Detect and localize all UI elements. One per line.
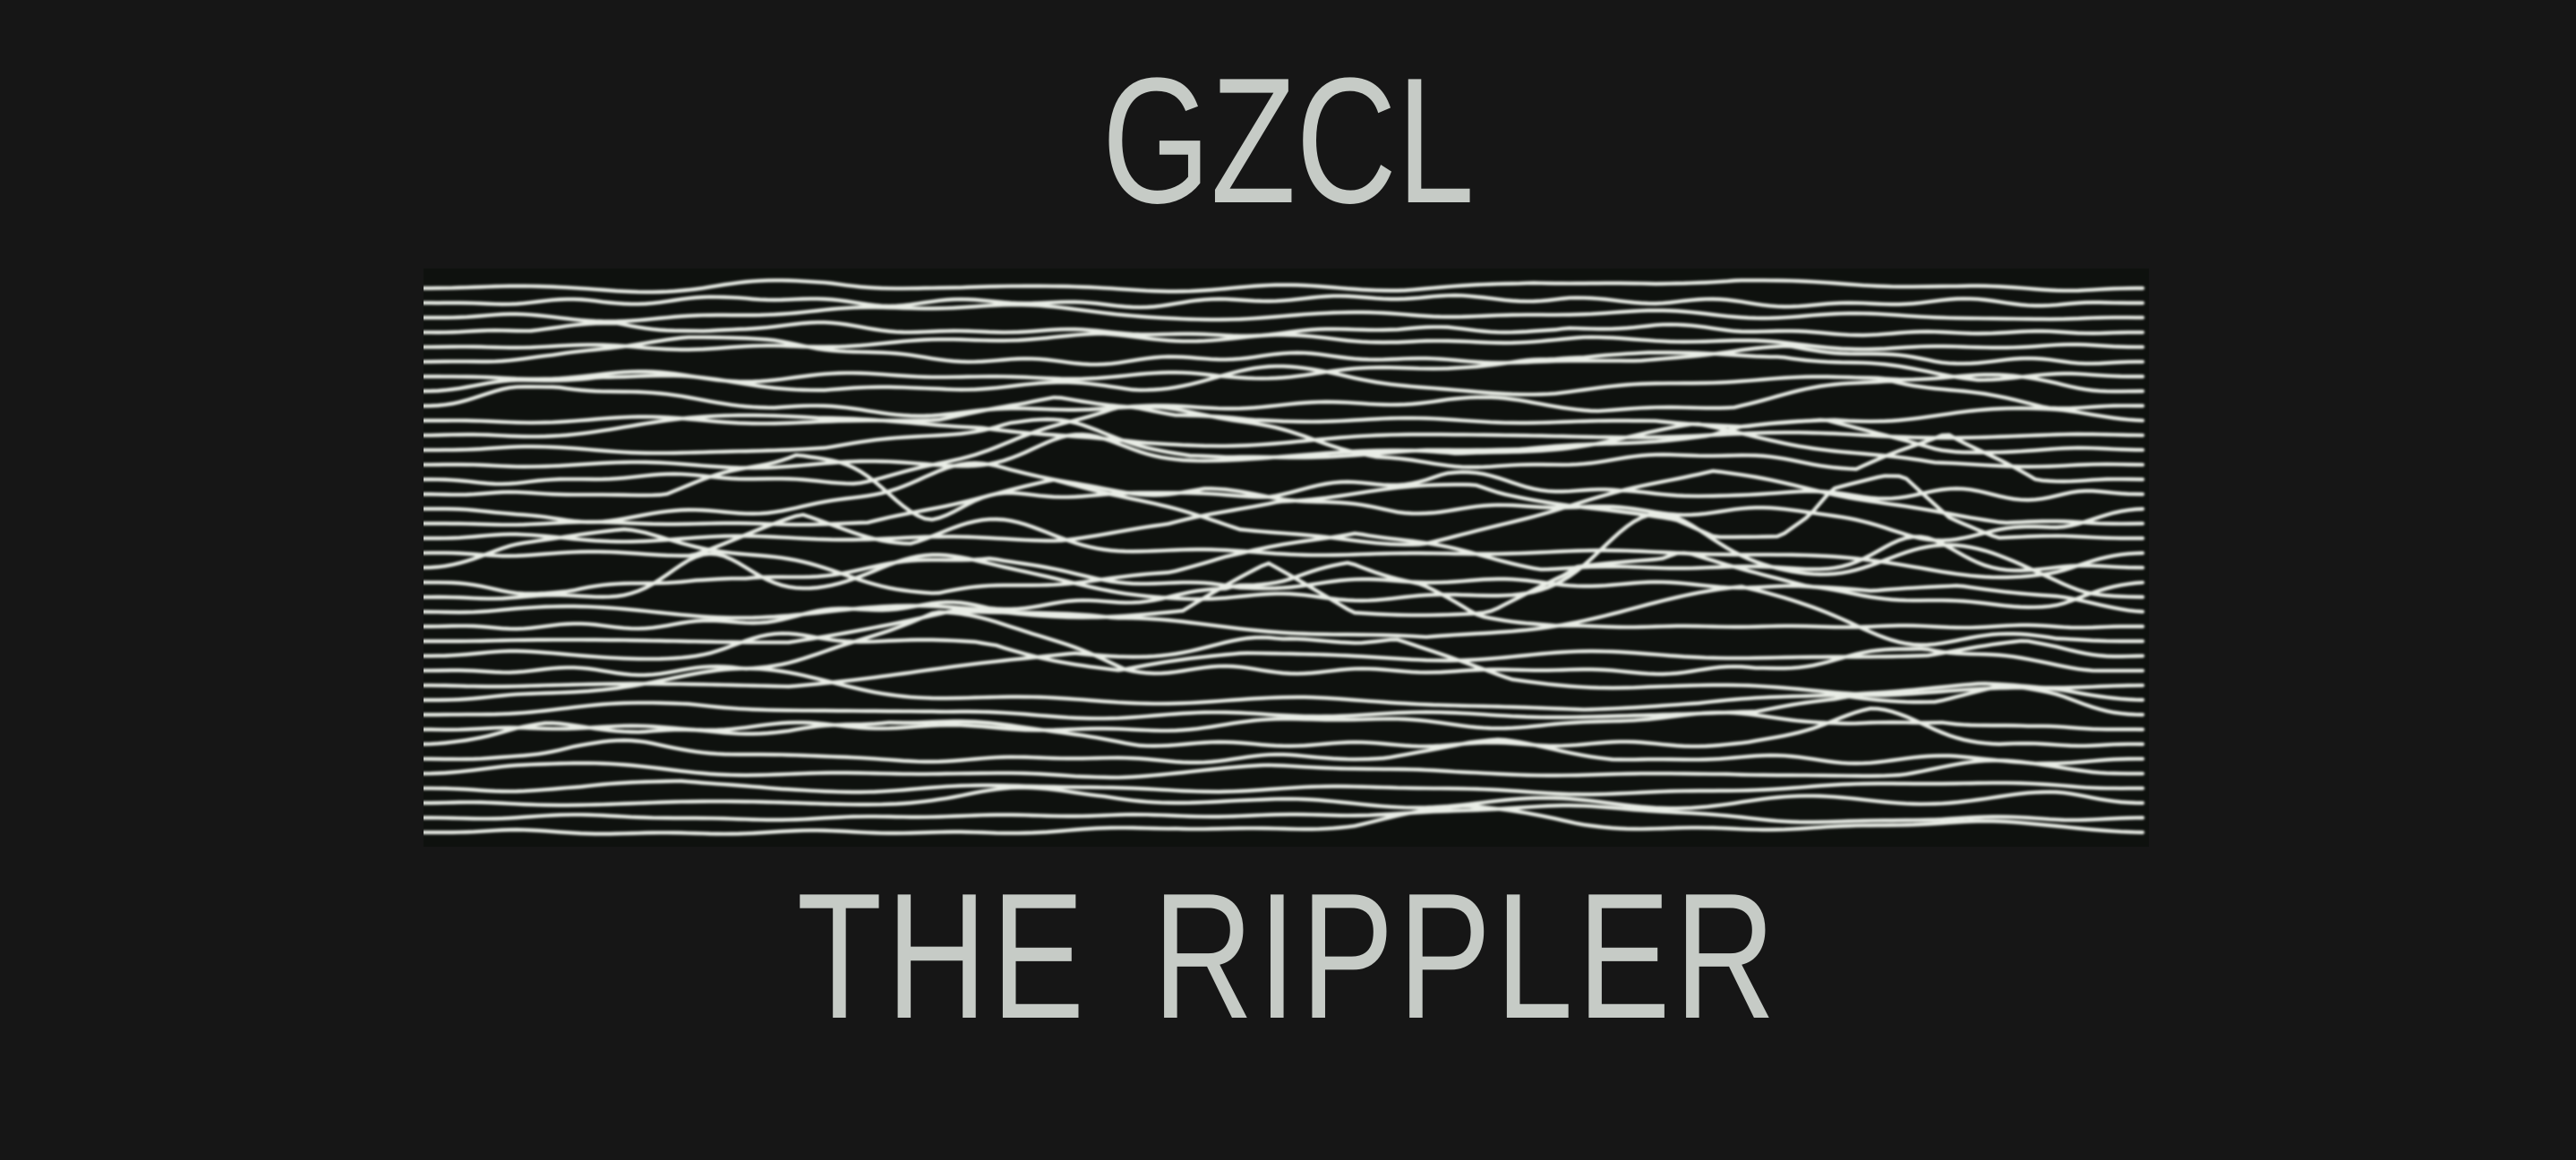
ripple-line (424, 683, 2145, 721)
ripple-line (424, 293, 2145, 310)
ripple-line (424, 706, 2145, 748)
ripple-line (424, 303, 2145, 324)
ripple-line (424, 804, 2145, 836)
ripple-line (424, 556, 2145, 610)
title-text: GZCL (1101, 41, 1475, 241)
ripple-line (424, 527, 2145, 595)
subtitle-text: THE RIPPLER (796, 857, 1780, 1056)
ripple-line (424, 422, 2145, 470)
ripple-line (424, 666, 2145, 712)
ripple-art-panel (424, 269, 2149, 847)
ripple-line (424, 779, 2145, 797)
ripple-lines-art (424, 269, 2149, 847)
ripple-line (424, 461, 2145, 542)
ripple-line (424, 331, 2145, 352)
ripple-line (424, 631, 2145, 672)
ripple-line (424, 550, 2145, 620)
ripple-line (424, 610, 2145, 678)
ripple-line (424, 512, 2145, 603)
ripple-line (424, 803, 2145, 824)
ripple-line (424, 469, 2145, 547)
page-title: GZCL (0, 52, 2576, 231)
ripple-line (424, 738, 2145, 766)
ripple-line (424, 395, 2145, 429)
ripple-line (424, 453, 2145, 522)
ripple-line (424, 584, 2145, 647)
ripple-line-group (424, 278, 2145, 836)
ripple-line (424, 379, 2145, 418)
ripple-line (424, 413, 2145, 448)
ripple-line (424, 364, 2145, 397)
ripple-line (424, 278, 2145, 294)
ripple-line (424, 335, 2145, 367)
ripple-line (424, 473, 2145, 544)
ripple-line (424, 785, 2145, 811)
page-subtitle: THE RIPPLER (0, 867, 2576, 1046)
ripple-line (424, 758, 2145, 780)
